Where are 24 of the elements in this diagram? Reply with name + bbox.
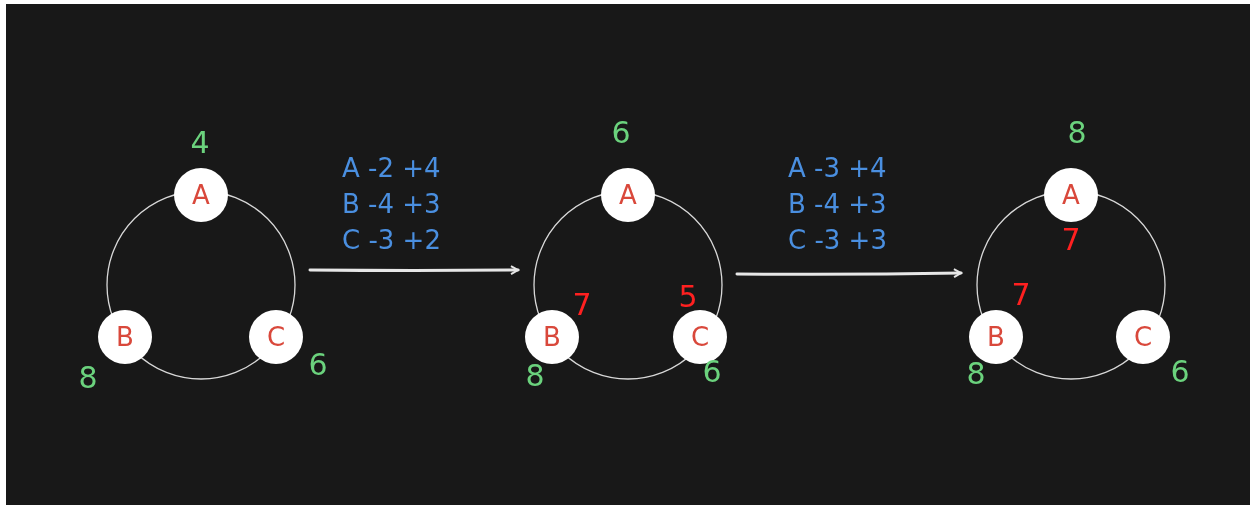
node-label: B <box>116 324 134 350</box>
arrow <box>308 265 520 276</box>
node-value: 6 <box>702 357 722 387</box>
node-label: B <box>987 324 1005 350</box>
node-value: 8 <box>78 363 98 393</box>
node-value: 8 <box>525 361 545 391</box>
node-value: 7 <box>1061 225 1081 255</box>
arrow <box>735 268 963 279</box>
node-value: 7 <box>572 290 592 320</box>
node-label: B <box>543 324 561 350</box>
node-value: 6 <box>1170 357 1190 387</box>
node-value: 8 <box>1067 118 1087 148</box>
node-label: A <box>1062 182 1080 208</box>
node-label: A <box>192 182 210 208</box>
node-value: 6 <box>611 118 631 148</box>
node-label: C <box>266 324 286 350</box>
node-label: C <box>690 324 710 350</box>
node-value: 4 <box>190 128 210 158</box>
node-label: C <box>1133 324 1153 350</box>
node-value: 8 <box>966 359 986 389</box>
node-label: A <box>619 182 637 208</box>
node-value: 6 <box>308 350 328 380</box>
node-value: 5 <box>678 282 698 312</box>
node-value: 7 <box>1011 280 1031 310</box>
